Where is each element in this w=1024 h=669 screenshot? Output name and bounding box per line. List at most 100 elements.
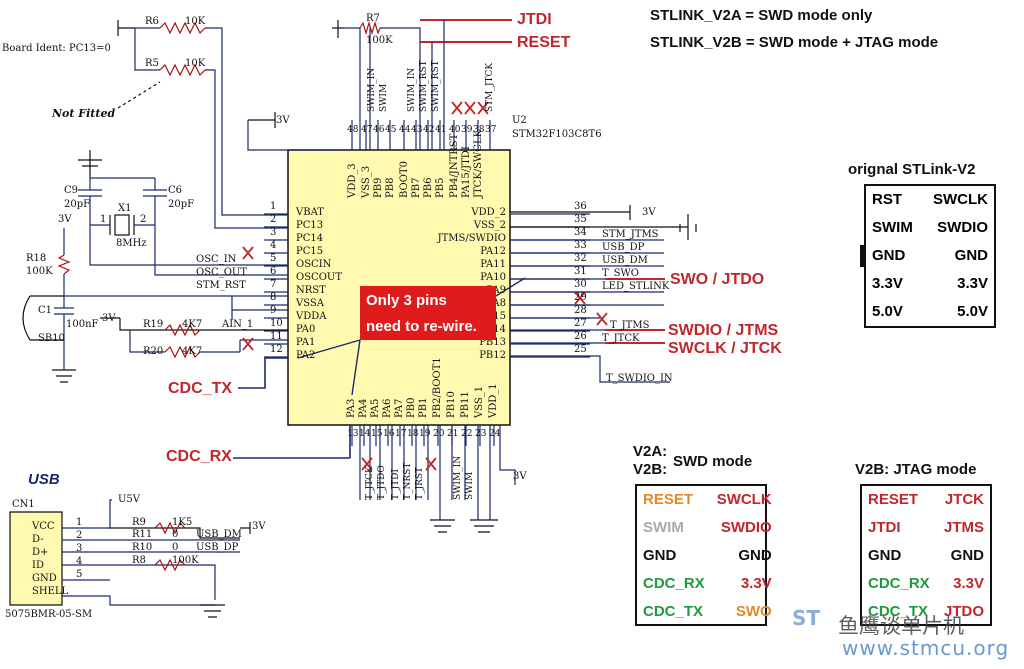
mcu-pin-number: 44 [399,125,411,135]
net-usb-dp: USB_DP [602,242,645,253]
mcu-pin-name: PA3 [346,398,357,418]
mcu-pin-name: PB7 [411,177,422,198]
supply-3v-vdda: 3V [102,313,116,324]
net-label-vertical: SWIM_IN [407,67,417,112]
signal-reset: RESET [517,34,571,51]
pinout-cell: SWIM [643,519,684,536]
pinout-cell: JTCK [944,491,984,508]
r11-value: 0 [172,529,179,540]
watermark-url: www.stmcu.org [842,636,1010,660]
mcu-pin-number: 27 [574,318,587,329]
pinout-cell: GND [950,547,984,564]
net-osc-in: OSC_IN [196,254,237,265]
r8-body [154,558,186,572]
mcu-pin-number: 39 [461,125,473,135]
pinout-cell: SWDIO [937,219,988,236]
net-ain-1: AIN_1 [222,319,254,330]
mcu-pin-number: 1 [270,201,277,212]
pinout-cell: GND [872,247,906,264]
mcu-pin-number: 34 [574,227,587,238]
mcu-pin-name: OSCOUT [296,272,342,283]
mcu-pin-number: 3 [270,227,277,238]
c9-value: 20pF [64,199,91,210]
mcu-pin-number: 42 [423,125,435,135]
supply-3v-bottom: 3V [513,471,527,482]
r19-value: 4K7 [182,319,203,330]
mcu-pin-name: VDD_1 [488,383,499,418]
pinout-cell: SWDIO [720,519,772,536]
mcu-pin-number: 33 [574,240,587,251]
r20-label: R20 [143,346,164,357]
x1-pin2: 2 [140,214,147,225]
supply-3v-usb: 3V [252,521,266,532]
mcu-pin-name: PA15/JTDI [461,146,472,198]
r8-label: R8 [132,555,146,566]
mcu-pin-name: VDDA [296,311,327,322]
net-led-stlink: LED_STLINK [602,281,670,292]
sb10-label: SB10 [38,333,65,344]
net-stm-jtms: STM_JTMS [602,229,659,240]
mcu-pin-name: BOOT0 [399,161,410,198]
mcu-pin-name: PC15 [296,246,324,257]
mcu-pin-number: 12 [270,344,283,355]
watermark-cn: 鱼鹰谈单片机 [838,614,964,638]
mcu-pin-name: PB5 [435,177,446,198]
swd-mode-title: SWD mode [673,453,753,470]
v2a-title: V2A: [633,443,668,460]
net-label-vertical: SWIM_IN [453,455,463,500]
pinout-row: SWIM SWDIO [637,514,778,542]
original-title: orignal STLink-V2 [848,161,976,178]
net-label-vertical: SWIM_RST [419,60,429,112]
mcu-pin-number: 40 [449,125,461,135]
net-osc-out: OSC_OUT [196,267,247,278]
usb-pin-name: GND [32,573,57,584]
mcu-pin-number: 23 [475,429,487,439]
mcu-pin-name: VSS_3 [361,165,372,198]
mcu-pin-name: PB4/JNTRST [449,133,460,198]
c6-label: C6 [168,185,183,196]
net-label-vertical: T_NRST [403,462,413,500]
mcu-pin-number: 37 [485,125,497,135]
c1-value: 100nF [66,319,99,330]
usb-part: 5075BMR-05-SM [5,609,93,620]
mcu-pin-name: PA4 [358,398,369,418]
mcu-pin-name: PA12 [480,246,506,257]
mcu-pin-name: PA9 [486,285,506,296]
mcu-pin-name: PB13 [479,337,506,348]
c9-label: C9 [64,185,79,196]
header-line-1: STLINK_V2A = SWD mode only [650,7,873,24]
signal-jtdi: JTDI [517,11,552,28]
net-label-vertical: T_JTDO [377,465,387,500]
supply-3v-top: 3V [276,115,290,126]
mcu-pin-number: 4 [270,240,277,251]
mcu-pin-name: PB8 [385,177,396,198]
callout-line-2: need to re-wire. [366,318,477,335]
pinout-cell: GND [643,547,677,564]
r7-label: R7 [366,13,380,24]
mcu-pin-name: PA5 [370,398,381,418]
not-fitted-label: Not Fitted [52,107,116,120]
mcu-pin-number: 7 [270,279,277,290]
mcu-pin-number: 9 [270,305,277,316]
usb-pin-number: 1 [76,517,83,528]
mcu-pin-number: 15 [371,429,383,439]
mcu-pin-name: PB1 [418,397,429,418]
usb-pin-name: VCC [32,521,55,532]
pinout-cell: 3.3V [957,275,988,292]
net-label-vertical: SWIM_RST [431,60,441,112]
mcu-pin-name: PA0 [296,324,316,335]
mcu-pin-name: JTMS/SWDIO [437,233,506,244]
r18-label: R18 [26,253,47,264]
r5-body [159,63,206,77]
signal-swo-jtdo: SWO / JTDO [670,271,765,288]
signal-cdc-rx: CDC_RX [166,448,232,465]
